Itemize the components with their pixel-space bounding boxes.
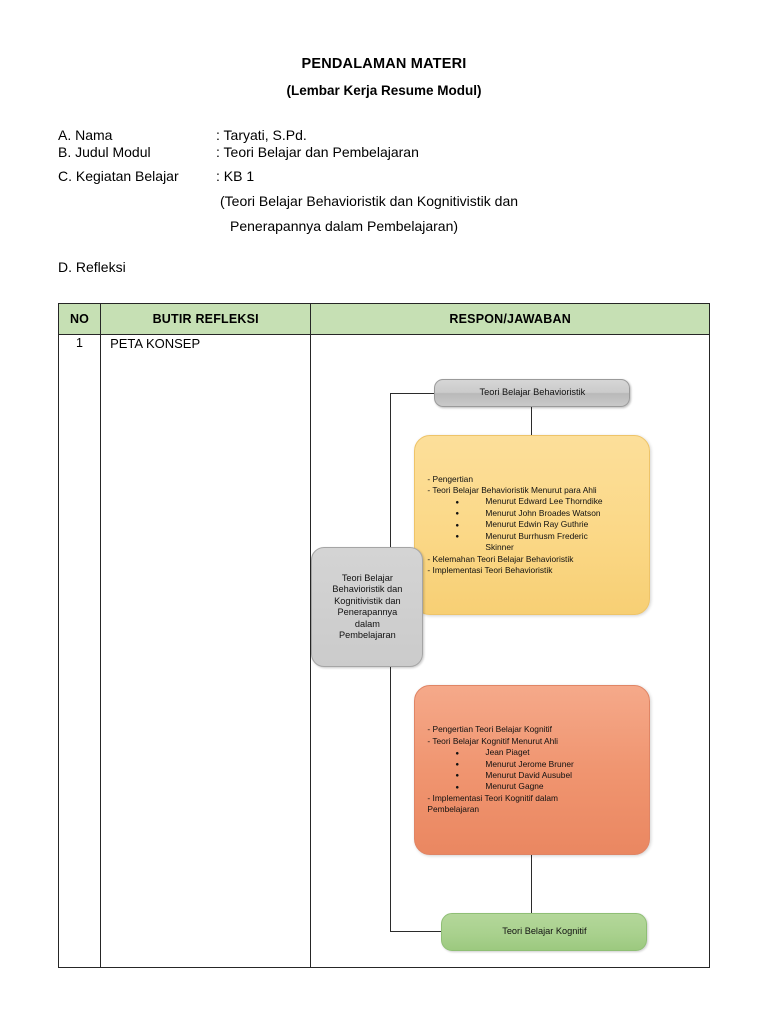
- meta-value-nama: : Taryati, S.Pd.: [216, 127, 307, 143]
- node-teori-belajar-kognitif: Teori Belajar Kognitif: [441, 913, 648, 951]
- node-center-line-6: Pembelajaran: [339, 630, 396, 640]
- meta-continuation-line-2: Penerapannya dalam Pembelajaran): [230, 218, 459, 234]
- meta-row-kegiatan-belajar: C. Kegiatan Belajar : KB 1: [58, 167, 768, 186]
- meta-label-nama: A. Nama: [58, 127, 113, 143]
- cell-row-number: 1: [57, 334, 102, 968]
- node-top-label: Teori Belajar Behavioristik: [479, 387, 586, 398]
- node-center-label: Teori Belajar Behavioristik dan Kognitiv…: [332, 573, 402, 642]
- kognitif-item-menurut-ahli: - Teori Belajar Kognitif Menurut Ahli: [427, 735, 559, 746]
- connector-horizontal-to-bottom-node: [390, 931, 443, 932]
- behavioristik-expert-4-cont: Skinner: [485, 542, 514, 553]
- list-item: Menurut Jerome Bruner: [427, 758, 637, 771]
- kognitif-item-implementasi: - Implementasi Teori Kognitif dalam: [427, 792, 559, 803]
- page-subtitle: (Lembar Kerja Resume Modul): [286, 83, 482, 98]
- list-item: Menurut Burrhusm Frederic Skinner: [427, 531, 637, 554]
- node-teori-belajar-behavioristik: Teori Belajar Behavioristik: [434, 379, 631, 407]
- meta-continuation-line-1: (Teori Belajar Behavioristik dan Kogniti…: [220, 193, 519, 209]
- kognitif-item-implementasi-cont: Pembelajaran: [427, 804, 480, 815]
- node-center-line-2: Behavioristik dan: [332, 584, 403, 594]
- list-item: Menurut Gagne: [427, 781, 637, 793]
- behavioristik-expert-4: Menurut Burrhusm Frederic: [485, 530, 588, 541]
- node-center-line-5: dalam: [354, 618, 380, 629]
- panel-kognitif-content: - Pengertian Teori Belajar Kognitif - Te…: [427, 724, 637, 815]
- node-center-line-3: Kognitivistik dan: [334, 595, 401, 606]
- behavioristik-item-pengertian: - Pengertian: [427, 473, 473, 484]
- panel-behavioristik-details: - Pengertian - Teori Belajar Behaviorist…: [414, 435, 651, 615]
- document-header: PENDALAMAN MATERI (Lembar Kerja Resume M…: [0, 0, 768, 98]
- node-center-line-4: Penerapannya: [337, 607, 398, 617]
- kognitif-expert-4: Menurut Gagne: [485, 781, 544, 792]
- reflection-table-wrapper: NO BUTIR REFLEKSI RESPON/JAWABAN 1 PETA …: [57, 303, 710, 968]
- connector-top-node-to-orange-panel: [531, 407, 533, 436]
- metadata-block: A. Nama : Taryati, S.Pd. B. Judul Modul …: [0, 127, 768, 236]
- concept-map-diagram: Teori Belajar Behavioristik - Pengertian…: [311, 335, 707, 967]
- kognitif-item-pengertian: - Pengertian Teori Belajar Kognitif: [427, 724, 552, 735]
- list-item: Menurut David Ausubel: [427, 770, 637, 782]
- meta-value-judul-modul: : Teori Belajar dan Pembelajaran: [216, 144, 419, 160]
- meta-label-judul-modul: B. Judul Modul: [58, 144, 151, 160]
- list-item: Jean Piaget: [427, 747, 637, 759]
- behavioristik-item-kelemahan: - Kelemahan Teori Belajar Behavioristik: [427, 553, 574, 564]
- node-center-line-1: Teori Belajar: [341, 572, 393, 583]
- kognitif-expert-3: Menurut David Ausubel: [485, 770, 572, 780]
- cell-butir-refleksi: PETA KONSEP: [100, 334, 312, 968]
- table-header-respon-jawaban: RESPON/JAWABAN: [310, 303, 710, 335]
- list-item: Menurut Edward Lee Thorndike: [427, 496, 637, 508]
- table-header-row: NO BUTIR REFLEKSI RESPON/JAWABAN: [57, 303, 710, 335]
- panel-behavioristik-content: - Pengertian - Teori Belajar Behaviorist…: [427, 474, 637, 577]
- meta-label-kegiatan-belajar: C. Kegiatan Belajar: [58, 168, 179, 184]
- behavioristik-expert-1: Menurut Edward Lee Thorndike: [485, 496, 603, 507]
- behavioristik-item-implementasi: - Implementasi Teori Behavioristik: [427, 564, 553, 575]
- page-title: PENDALAMAN MATERI: [301, 56, 467, 72]
- kognitif-expert-list: Jean Piaget Menurut Jerome Bruner Menuru…: [427, 747, 637, 793]
- table-row: 1 PETA KONSEP Teori Belajar: [57, 334, 710, 968]
- connector-salmon-panel-to-bottom-node: [531, 855, 533, 913]
- behavioristik-expert-list: Menurut Edward Lee Thorndike Menurut Joh…: [427, 496, 637, 553]
- cell-respon-jawaban: Teori Belajar Behavioristik - Pengertian…: [310, 334, 710, 968]
- node-central-topic: Teori Belajar Behavioristik dan Kognitiv…: [311, 547, 424, 667]
- table-header-butir-refleksi: BUTIR REFLEKSI: [100, 303, 312, 335]
- kognitif-expert-2: Menurut Jerome Bruner: [485, 758, 574, 769]
- kognitif-expert-1: Jean Piaget: [485, 747, 530, 758]
- panel-kognitif-details: - Pengertian Teori Belajar Kognitif - Te…: [414, 685, 651, 855]
- behavioristik-expert-3: Menurut Edwin Ray Guthrie: [485, 519, 589, 530]
- behavioristik-item-menurut-ahli: - Teori Belajar Behavioristik Menurut pa…: [427, 485, 597, 496]
- meta-value-kegiatan-belajar: : KB 1: [216, 168, 255, 184]
- node-bottom-label: Teori Belajar Kognitif: [502, 926, 587, 937]
- reflection-heading: D. Refleksi: [58, 259, 126, 275]
- behavioristik-expert-2: Menurut John Broades Watson: [485, 507, 601, 518]
- table-header-no: NO: [57, 303, 102, 335]
- list-item: Menurut John Broades Watson: [427, 507, 637, 520]
- meta-row-judul-modul: B. Judul Modul : Teori Belajar dan Pembe…: [58, 144, 768, 161]
- list-item: Menurut Edwin Ray Guthrie: [427, 519, 637, 531]
- meta-row-nama: A. Nama : Taryati, S.Pd.: [58, 127, 768, 144]
- reflection-table: NO BUTIR REFLEKSI RESPON/JAWABAN 1 PETA …: [57, 303, 710, 968]
- connector-horizontal-to-top-node: [390, 393, 436, 394]
